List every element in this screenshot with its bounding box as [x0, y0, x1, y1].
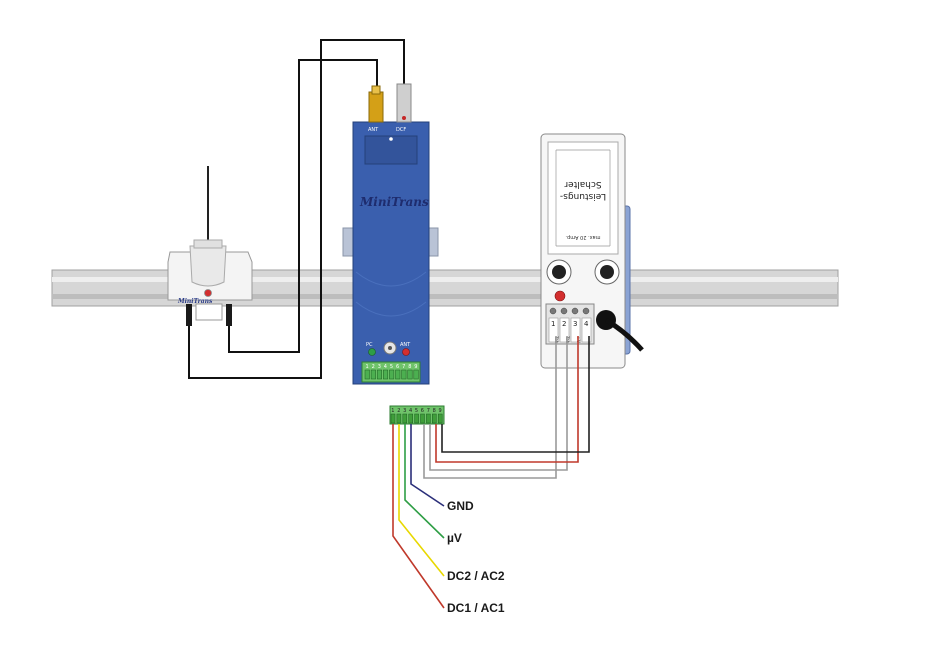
receiver-terminal-number: 4: [384, 364, 387, 370]
breaker-terminal-number: 4: [584, 320, 589, 328]
connector-pin: [408, 413, 413, 424]
antenna-cables: [188, 39, 405, 379]
connector-pin: [390, 413, 396, 424]
connector-pin-number: 5: [415, 408, 418, 414]
receiver-terminal-screw: [376, 369, 382, 380]
antenna-module: MiniTrans: [167, 166, 253, 326]
receiver-terminal-screw: [395, 369, 401, 380]
connector-pin-number: 2: [397, 408, 400, 414]
connector-pin: [414, 413, 419, 424]
wire-uv: [404, 424, 445, 539]
receiver-terminal-screw: [370, 369, 376, 380]
receiver-port-ant: ANT: [368, 127, 379, 133]
breaker-terminal-number: 3: [573, 320, 577, 328]
wire-gnd: [410, 424, 445, 507]
breaker-rating: max. 20 Amp.: [565, 234, 600, 240]
receiver-terminal-screw: [401, 369, 407, 380]
receiver-terminal-number: 1: [366, 364, 369, 370]
receiver-brand: MiniTrans: [359, 195, 429, 209]
breaker-terminal-screw: [549, 307, 557, 315]
connector-pin: [420, 413, 425, 424]
breaker-terminal-slot: [548, 317, 559, 343]
receiver-terminal-number: 2: [372, 364, 375, 370]
label-dc2-ac2: DC2 / AC2: [447, 569, 505, 583]
wire-dc1: [392, 424, 445, 609]
label-gnd: GND: [447, 499, 474, 513]
receiver-terminal-screw: [364, 369, 370, 380]
receiver-led-pc: PC: [366, 342, 373, 348]
connector-pin-number: 3: [403, 408, 406, 414]
connector-pin: [396, 413, 402, 424]
breaker-terminal-screw: [560, 307, 568, 315]
wire-red-supply: [435, 336, 579, 463]
wire-dc2: [398, 424, 445, 577]
connector-pin-number: 1: [391, 408, 394, 414]
signal-wires: [392, 336, 590, 609]
receiver-terminal-screw: [383, 369, 389, 380]
breaker-terminal-screw: [582, 307, 590, 315]
receiver-terminal-number: 8: [408, 364, 411, 370]
breaker-terminal-slot: [581, 317, 592, 343]
label-uv: µV: [447, 531, 462, 545]
breaker-terminal-slot: [559, 317, 570, 343]
receiver-terminal-number: 5: [390, 364, 393, 370]
connector-pin-number: 6: [421, 408, 424, 414]
label-dc1-ac1: DC1 / AC1: [447, 601, 505, 615]
connector-pin-number: 7: [427, 408, 430, 414]
connector-pin-number: 9: [439, 408, 442, 414]
connector-pin: [437, 413, 443, 424]
circuit-breaker: Leistungs- Schalter max. 20 Amp. 1Tak2Ta…: [540, 133, 644, 369]
antenna-module-brand: MiniTrans: [177, 298, 213, 305]
receiver-terminal-screw: [407, 369, 413, 380]
connector-pin-number: 4: [409, 408, 412, 414]
receiver-led-ant: ANT: [400, 342, 411, 348]
breaker-terminal-number: 2: [562, 320, 566, 328]
breaker-label-line2: Schalter: [564, 179, 601, 189]
breaker-terminal-screw: [571, 307, 579, 315]
breaker-terminal-slot: [570, 317, 581, 343]
wire-black-supply: [441, 336, 590, 453]
connector-pin: [402, 413, 408, 424]
connector-pin-number: 8: [433, 408, 436, 414]
connector-pin: [432, 413, 437, 424]
breaker-label-line1: Leistungs-: [560, 191, 606, 201]
receiver-terminal-screw: [389, 369, 395, 380]
receiver-terminal-number: 6: [396, 364, 399, 370]
connector-pin: [426, 413, 431, 424]
breaker-terminal-number: 1: [551, 320, 555, 328]
receiver-terminal-number: 9: [414, 364, 417, 370]
receiver-port-dcf: DCF: [396, 127, 406, 133]
receiver-terminal-number: 3: [378, 364, 381, 370]
wire-grey-2: [429, 336, 568, 471]
receiver-terminal-number: 7: [402, 364, 405, 370]
wire-grey-1: [423, 336, 557, 479]
receiver-terminal-screw: [413, 369, 419, 380]
